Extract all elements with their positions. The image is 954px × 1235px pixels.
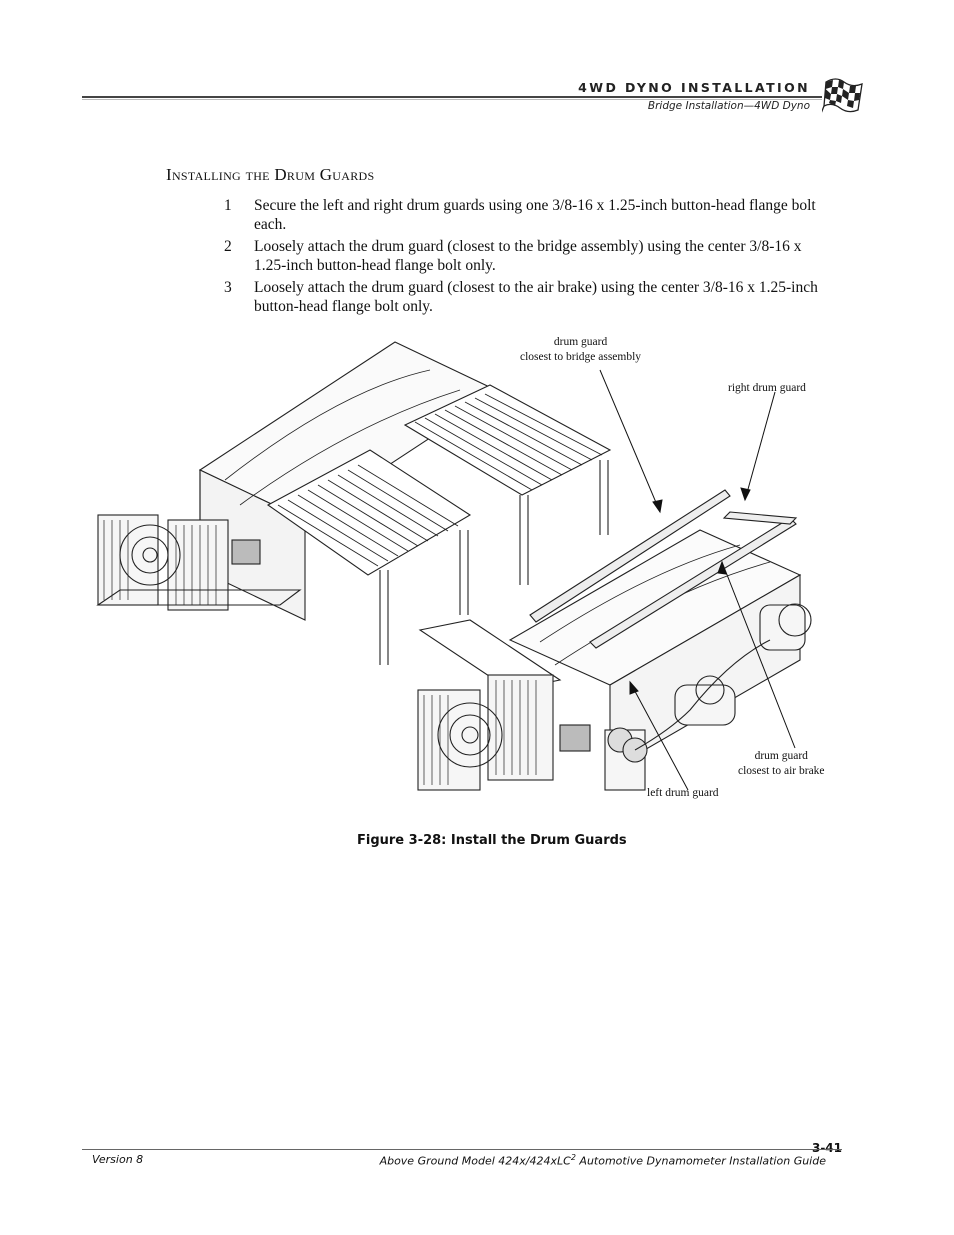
callout-line: closest to air brake	[738, 765, 825, 777]
page-number: 3-41	[811, 1141, 842, 1155]
step-text: Loosely attach the drum guard (closest t…	[254, 279, 818, 315]
callout-right-drum-guard: right drum guard	[728, 382, 806, 394]
step-number: 2	[224, 238, 232, 255]
step-text: Loosely attach the drum guard (closest t…	[254, 238, 802, 274]
footer-version: Version 8	[92, 1153, 144, 1166]
callout-airbrake-drum-guard: drum guard closest to air brake	[738, 749, 825, 779]
running-header-title: 4WD DYNO INSTALLATION	[578, 80, 810, 95]
step-text: Secure the left and right drum guards us…	[254, 197, 816, 233]
figure-caption: Figure 3-28: Install the Drum Guards	[357, 833, 627, 848]
guide-title-text: Above Ground Model 424x/424xLC	[379, 1154, 571, 1168]
callout-line: drum guard	[754, 750, 808, 762]
installation-steps: 1 Secure the left and right drum guards …	[222, 196, 822, 319]
footer-rule	[82, 1149, 842, 1150]
drum-guards-figure: drum guard closest to bridge assembly ri…	[90, 330, 860, 825]
step-item: 1 Secure the left and right drum guards …	[222, 196, 822, 234]
guide-title-text-end: Automotive Dynamometer Installation Guid…	[575, 1154, 826, 1168]
header-rule-shadow	[82, 99, 822, 100]
guide-title-superscript: 2	[570, 1153, 576, 1162]
running-header-subtitle: Bridge Installation—4WD Dyno	[647, 100, 810, 112]
callout-left-drum-guard: left drum guard	[647, 787, 719, 799]
header-rule	[82, 96, 822, 98]
callout-line: closest to bridge assembly	[520, 351, 642, 363]
step-item: 2 Loosely attach the drum guard (closest…	[222, 237, 822, 275]
step-number: 1	[224, 197, 232, 214]
step-item: 3 Loosely attach the drum guard (closest…	[222, 278, 822, 316]
callout-bridge-drum-guard: drum guard closest to bridge assembly	[520, 335, 641, 365]
step-number: 3	[224, 279, 232, 296]
checkered-flag-icon	[822, 78, 863, 113]
dyno-line-drawing	[96, 341, 812, 791]
callout-line: drum guard	[553, 336, 608, 348]
section-heading: Installing the Drum Guards	[166, 165, 375, 184]
footer-guide-title: Above Ground Model 424x/424xLC2 Automoti…	[380, 1153, 826, 1168]
